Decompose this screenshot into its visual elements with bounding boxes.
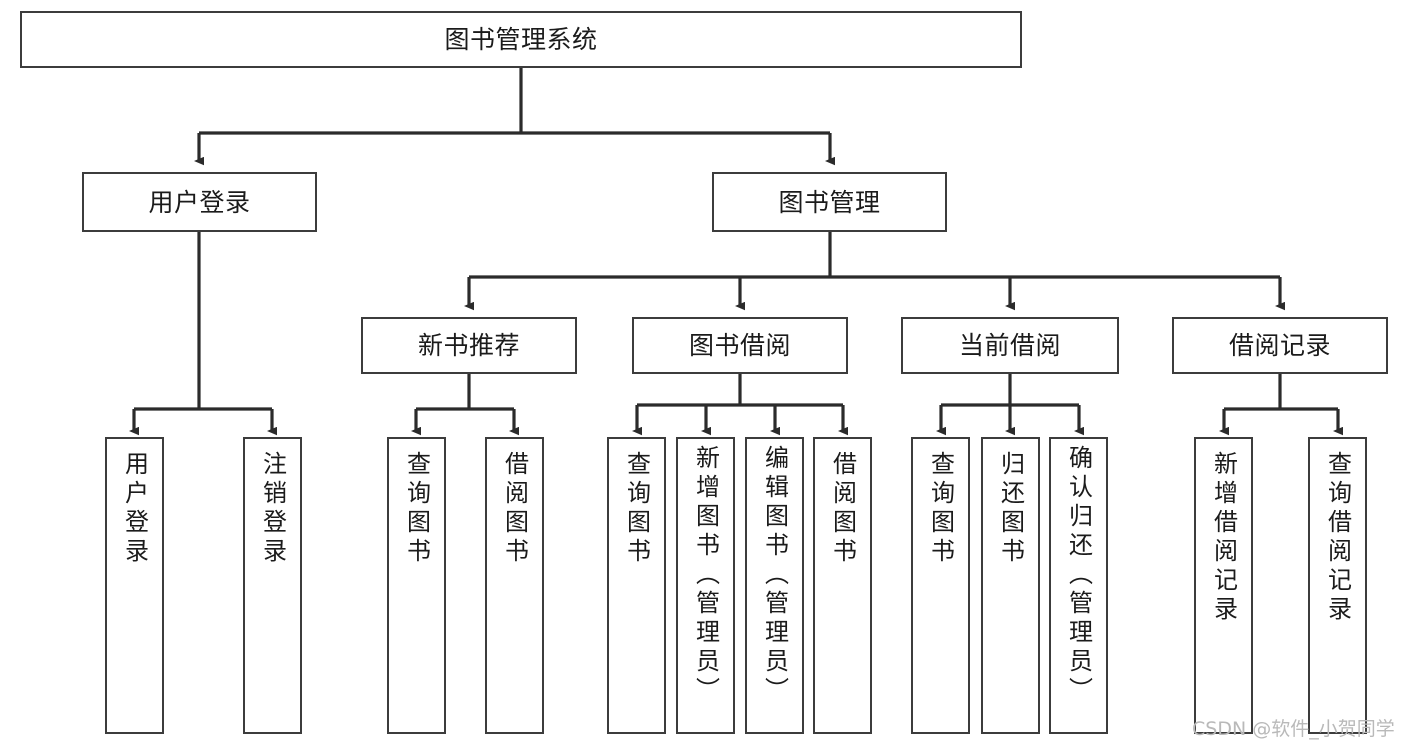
leaf-query-book-recommend[interactable]: 查询图书 [387, 437, 446, 734]
node-book-management[interactable]: 图书管理 [712, 172, 947, 232]
node-user-login[interactable]: 用户登录 [82, 172, 317, 232]
node-current-borrow[interactable]: 当前借阅 [901, 317, 1119, 374]
leaf-borrow-book-action[interactable]: 借阅图书 [813, 437, 872, 734]
node-label: 图书管理系统 [444, 25, 598, 54]
node-label: 当前借阅 [958, 331, 1061, 360]
leaf-return-book[interactable]: 归还图书 [981, 437, 1040, 734]
node-root-system[interactable]: 图书管理系统 [20, 11, 1022, 68]
node-label: 新增借阅记录 [1209, 451, 1238, 625]
node-label: 注销登录 [258, 451, 287, 567]
leaf-query-borrow-record[interactable]: 查询借阅记录 [1308, 437, 1367, 734]
node-label: 查询借阅记录 [1323, 451, 1352, 625]
leaf-add-book-admin[interactable]: 新增图书（管理员） [676, 437, 735, 734]
leaf-user-login[interactable]: 用户登录 [105, 437, 164, 734]
leaf-borrow-book-recommend[interactable]: 借阅图书 [485, 437, 544, 734]
node-label: 借阅图书 [500, 451, 529, 567]
node-label: 借阅记录 [1228, 331, 1331, 360]
node-book-borrow[interactable]: 图书借阅 [632, 317, 848, 374]
node-label: 确认归还（管理员） [1064, 445, 1093, 706]
node-label: 新书推荐 [417, 331, 520, 360]
node-label: 新增图书（管理员） [691, 445, 720, 706]
node-label: 归还图书 [996, 451, 1025, 567]
leaf-query-book-borrow[interactable]: 查询图书 [607, 437, 666, 734]
leaf-add-borrow-record[interactable]: 新增借阅记录 [1194, 437, 1253, 734]
node-label: 用户登录 [120, 451, 149, 567]
node-label: 图书管理 [778, 187, 881, 217]
node-label: 用户登录 [148, 187, 251, 217]
node-label: 图书借阅 [688, 331, 791, 360]
leaf-edit-book-admin[interactable]: 编辑图书（管理员） [745, 437, 804, 734]
node-label: 查询图书 [926, 451, 955, 567]
leaf-query-book-current[interactable]: 查询图书 [911, 437, 970, 734]
node-label: 查询图书 [622, 451, 651, 567]
node-new-book-recommend[interactable]: 新书推荐 [361, 317, 577, 374]
leaf-logout-login[interactable]: 注销登录 [243, 437, 302, 734]
csdn-watermark: CSDN @软件_小贺同学 [1192, 718, 1395, 740]
node-label: 查询图书 [402, 451, 431, 567]
node-label: 编辑图书（管理员） [760, 445, 789, 706]
node-label: 借阅图书 [828, 451, 857, 567]
leaf-confirm-return-admin[interactable]: 确认归还（管理员） [1049, 437, 1108, 734]
node-borrow-record[interactable]: 借阅记录 [1172, 317, 1388, 374]
